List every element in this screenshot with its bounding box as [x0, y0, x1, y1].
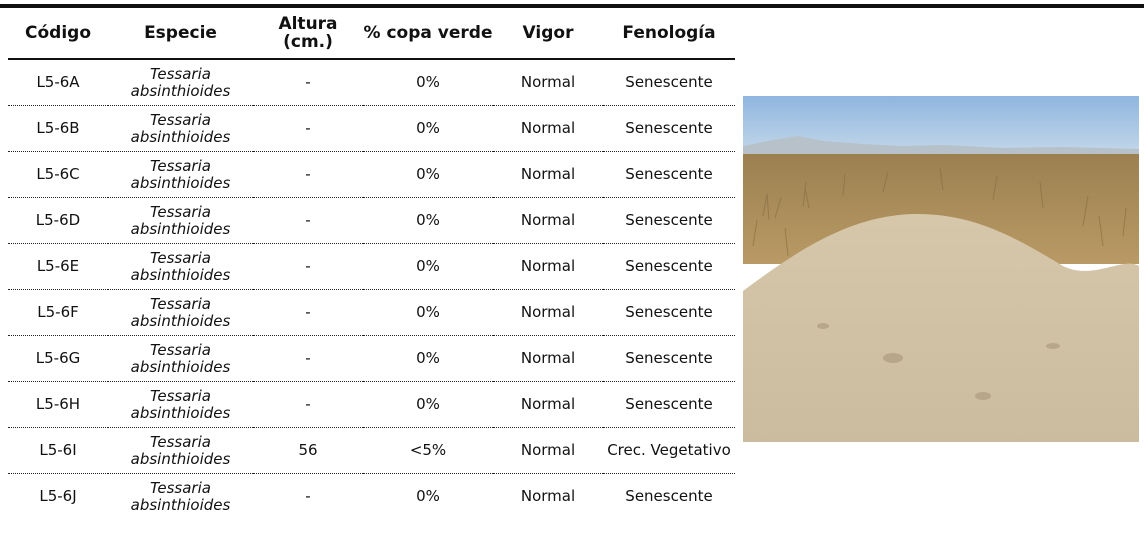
cell-especie: Tessaria absinthioides	[108, 105, 253, 152]
cell-especie: Tessaria absinthioides	[108, 243, 253, 290]
cell-copa: <5%	[363, 427, 493, 474]
header-altura: Altura (cm.)	[253, 8, 363, 60]
table-row: L5-6F Tessaria absinthioides - 0% Normal…	[8, 289, 735, 336]
cell-copa: 0%	[363, 243, 493, 290]
vegetation-table: Código Especie Altura (cm.) % copa verde…	[8, 8, 735, 519]
header-especie: Especie	[108, 8, 253, 60]
cell-codigo: L5-6I	[8, 427, 108, 474]
table-row: L5-6H Tessaria absinthioides - 0% Normal…	[8, 381, 735, 428]
field-photo-illustration	[743, 96, 1139, 442]
table-header-row: Código Especie Altura (cm.) % copa verde…	[8, 8, 735, 60]
table-row: L5-6C Tessaria absinthioides - 0% Normal…	[8, 151, 735, 198]
cell-vigor: Normal	[493, 151, 603, 198]
table-row: L5-6J Tessaria absinthioides - 0% Normal…	[8, 474, 735, 520]
field-photo	[743, 96, 1139, 442]
cell-fenologia: Senescente	[603, 381, 735, 428]
table-row: L5-6I Tessaria absinthioides 56 <5% Norm…	[8, 427, 735, 474]
cell-especie: Tessaria absinthioides	[108, 59, 253, 106]
cell-especie: Tessaria absinthioides	[108, 197, 253, 244]
cell-especie: Tessaria absinthioides	[108, 151, 253, 198]
cell-copa: 0%	[363, 151, 493, 198]
cell-copa: 0%	[363, 289, 493, 336]
cell-vigor: Normal	[520, 487, 576, 505]
cell-especie: Tessaria absinthioides	[108, 335, 253, 382]
cell-fenologia: Senescente	[603, 243, 735, 290]
cell-altura: -	[253, 151, 363, 198]
cell-codigo: L5-6E	[8, 243, 108, 290]
cell-vigor: Normal	[493, 381, 603, 428]
cell-especie: Tessaria absinthioides	[108, 381, 253, 428]
ground-stone	[1046, 343, 1060, 349]
cell-copa: 0%	[363, 381, 493, 428]
cell-vigor: Normal	[493, 105, 603, 152]
cell-codigo: L5-6F	[8, 289, 108, 336]
cell-vigor: Normal	[493, 243, 603, 290]
cell-vigor: Normal	[493, 289, 603, 336]
cell-copa: 0%	[363, 335, 493, 382]
cell-copa: 0%	[363, 197, 493, 244]
cell-vigor: Normal	[493, 59, 603, 106]
cell-especie: Tessaria absinthioides	[108, 427, 253, 474]
cell-codigo: L5-6G	[8, 335, 108, 382]
cell-fenologia: Senescente	[603, 151, 735, 198]
table-row: L5-6B Tessaria absinthioides - 0% Normal…	[8, 105, 735, 152]
cell-altura: -	[253, 197, 363, 244]
cell-codigo: L5-6C	[8, 151, 108, 198]
top-rule	[0, 4, 1144, 8]
ground-stone	[883, 353, 903, 363]
header-codigo: Código	[8, 8, 108, 60]
table-row: L5-6G Tessaria absinthioides - 0% Normal…	[8, 335, 735, 382]
cell-altura: -	[253, 381, 363, 428]
grass-tuft	[752, 167, 1127, 257]
cell-vigor: Normal	[493, 197, 603, 244]
cell-fenologia: Senescente	[603, 105, 735, 152]
cell-fenologia: Senescente	[625, 487, 713, 505]
cell-copa: 0%	[363, 105, 493, 152]
cell-fenologia: Senescente	[603, 59, 735, 106]
table-row: L5-6E Tessaria absinthioides - 0% Normal…	[8, 243, 735, 290]
cell-fenologia: Senescente	[603, 197, 735, 244]
header-fenologia: Fenología	[603, 8, 735, 60]
cell-codigo: L5-6A	[8, 59, 108, 106]
cell-copa: 0%	[416, 487, 440, 505]
cell-codigo: L5-6J	[39, 487, 77, 505]
table-row: L5-6A Tessaria absinthioides - 0% Normal…	[8, 59, 735, 106]
cell-altura: -	[305, 487, 311, 505]
cell-fenologia: Senescente	[603, 289, 735, 336]
cell-altura: -	[253, 335, 363, 382]
cell-fenologia: Senescente	[603, 335, 735, 382]
cell-codigo: L5-6H	[8, 381, 108, 428]
ground-stone	[817, 323, 829, 329]
cell-codigo: L5-6B	[8, 105, 108, 152]
table-row: L5-6D Tessaria absinthioides - 0% Normal…	[8, 197, 735, 244]
cell-copa: 0%	[363, 59, 493, 106]
cell-vigor: Normal	[493, 335, 603, 382]
cell-altura: -	[253, 59, 363, 106]
cell-altura: -	[253, 243, 363, 290]
cell-altura: -	[253, 289, 363, 336]
cell-especie: Tessaria absinthioides	[108, 289, 253, 336]
cell-vigor: Normal	[493, 427, 603, 474]
cell-altura: -	[253, 105, 363, 152]
cell-especie: Tessaria absinthioides	[130, 478, 231, 514]
ground-stone	[975, 392, 991, 400]
cell-altura: 56	[253, 427, 363, 474]
photo-mountains	[743, 136, 1139, 158]
cell-codigo: L5-6D	[8, 197, 108, 244]
photo-ground	[743, 213, 1139, 442]
cell-fenologia: Crec. Vegetativo	[603, 427, 735, 474]
header-copa: % copa verde	[363, 8, 493, 60]
header-vigor: Vigor	[493, 8, 603, 60]
